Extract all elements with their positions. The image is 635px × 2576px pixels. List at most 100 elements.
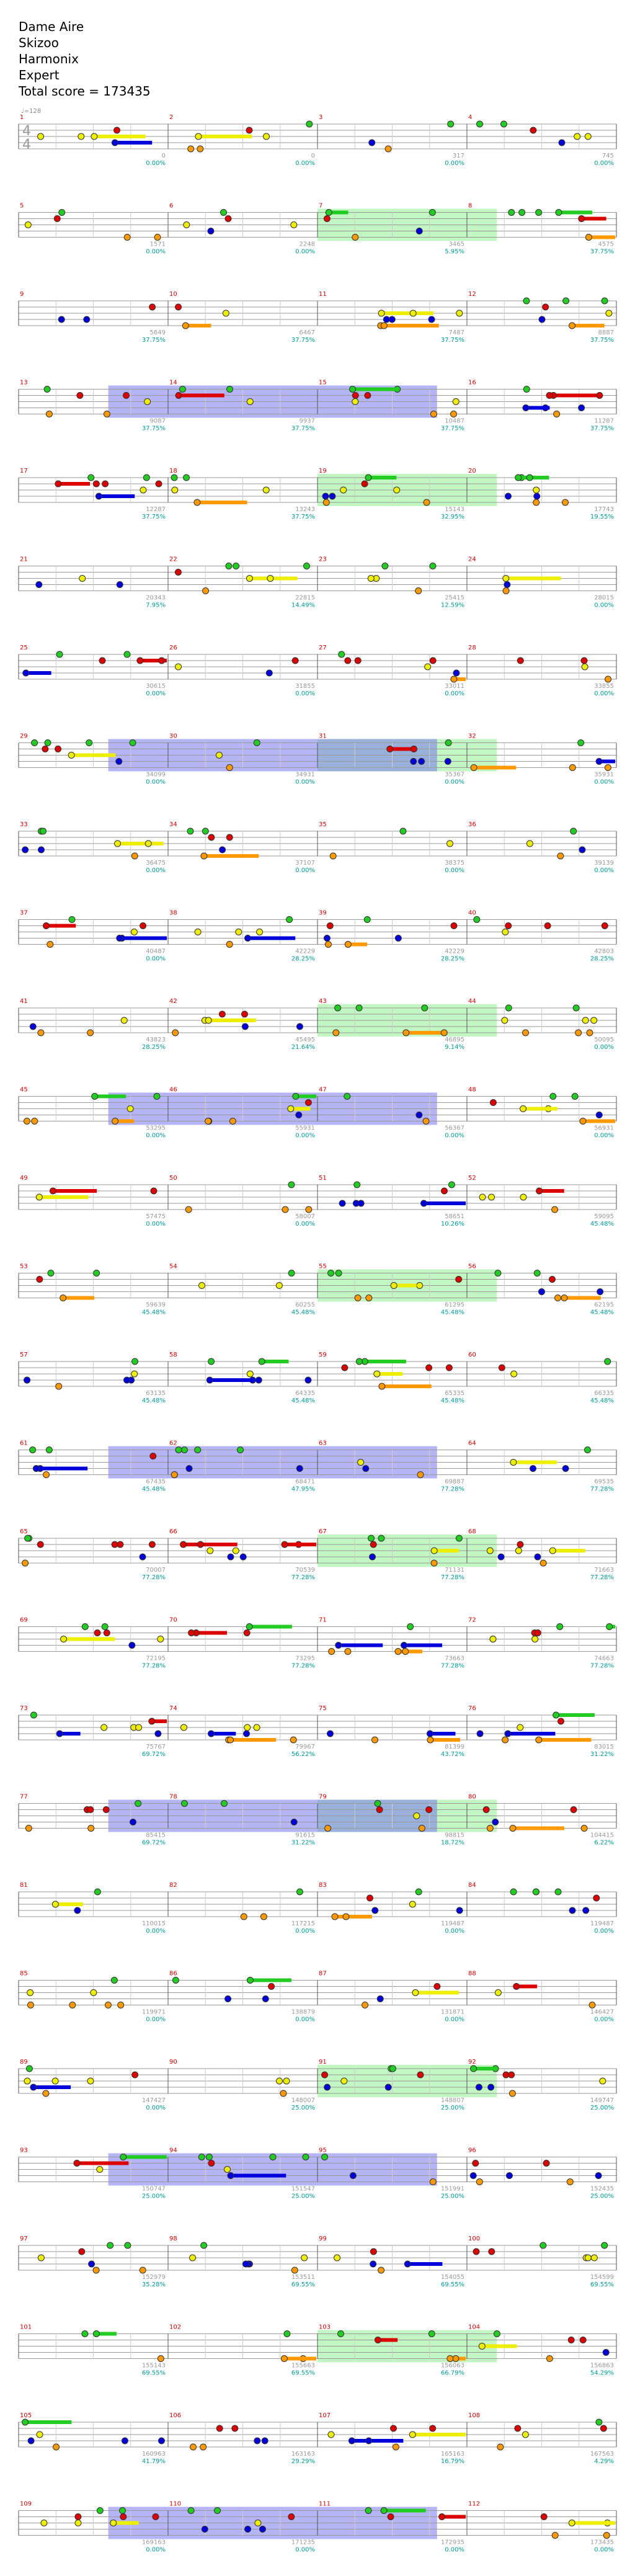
red-sustain	[553, 393, 598, 398]
red-sustain	[76, 2161, 129, 2165]
yellow-sustain	[482, 2344, 517, 2348]
yellow-gem	[194, 929, 202, 935]
green-gem	[198, 2154, 205, 2160]
red-gem	[596, 392, 603, 399]
blue-sustain	[430, 1732, 456, 1736]
staff-row-5: 171228737.75%181324337.75%191514332.95%2…	[18, 468, 617, 520]
red-gem	[433, 1983, 441, 1990]
yellow-gem	[340, 2077, 348, 2085]
measure-number: 92	[468, 2059, 476, 2066]
blue-gem	[56, 1730, 63, 1737]
blue-gem	[243, 1730, 251, 1737]
measure-number: 85	[20, 1971, 28, 1977]
red-gem	[370, 2248, 377, 2255]
green-gem	[22, 2418, 29, 2426]
measure-number: 69	[20, 1617, 28, 1624]
yellow-gem	[222, 310, 229, 317]
red-gem	[410, 746, 417, 752]
blue-gem	[29, 1023, 37, 1030]
yellow-gem	[110, 2520, 117, 2526]
staff-row-13: 49574750.00%50580070.00%515865110.26%525…	[18, 1175, 617, 1228]
measure-number: 104	[468, 2324, 480, 2331]
measure-percent: 0.00%	[295, 1928, 315, 1935]
green-gem	[595, 2418, 603, 2426]
yellow-gem	[235, 929, 242, 935]
measure-score: 154599	[590, 2274, 614, 2281]
yellow-gem	[357, 1459, 365, 1466]
yellow-gem	[51, 1901, 59, 1908]
green-gem	[180, 1800, 188, 1807]
blue-gem	[418, 758, 425, 765]
orange-gem	[25, 1825, 32, 1832]
measure-number: 74	[169, 1705, 177, 1712]
red-sustain	[179, 393, 224, 398]
measure-number: 7	[319, 203, 322, 210]
measure-number: 99	[319, 2235, 327, 2242]
measure-score: 155663	[291, 2363, 315, 2369]
orange-gem	[22, 1559, 29, 1567]
green-gem	[571, 1093, 579, 1100]
measure-number: 65	[20, 1528, 28, 1535]
measure-number: 56	[468, 1263, 476, 1270]
orange-sustain	[512, 1826, 564, 1830]
yellow-sustain	[71, 753, 116, 757]
red-gem	[517, 1541, 524, 1548]
yellow-gem	[605, 310, 613, 317]
blue-sustain	[424, 1201, 466, 1205]
blue-gem	[400, 1642, 407, 1649]
green-gem	[44, 739, 51, 746]
measure-percent: 45.48%	[441, 1309, 464, 1316]
measure-score: 37107	[295, 860, 315, 867]
measure-percent: 0.00%	[594, 1044, 614, 1051]
orange-gem	[31, 1118, 38, 1125]
orange-gem	[430, 411, 437, 417]
measure-percent: 69.55%	[590, 2281, 614, 2288]
measure-number: 67	[319, 1528, 327, 1535]
blue-gem	[22, 846, 29, 853]
green-gem	[562, 297, 570, 305]
green-gem	[510, 1888, 517, 1896]
green-gem	[532, 1888, 540, 1896]
yellow-gem	[582, 1017, 589, 1024]
yellow-gem	[584, 2254, 592, 2262]
measure-percent: 45.48%	[142, 1486, 166, 1493]
blue-gem	[582, 1907, 590, 1914]
orange-gem	[440, 1029, 448, 1036]
red-gem	[36, 1276, 43, 1283]
yellow-gem	[502, 575, 510, 582]
orange-gem	[322, 499, 330, 506]
green-gem	[353, 1181, 361, 1188]
blue-gem	[578, 404, 585, 411]
yellow-gem	[599, 2077, 606, 2085]
green-gem	[381, 563, 389, 569]
red-gem	[111, 1541, 118, 1548]
measure-percent: 0.00%	[594, 160, 614, 167]
blue-gem	[111, 139, 118, 146]
blue-gem	[475, 2084, 482, 2091]
green-gem	[570, 827, 577, 835]
measure-number: 57	[20, 1352, 28, 1358]
yellow-gem	[256, 929, 264, 935]
green-gem	[25, 2065, 33, 2072]
red-sustain	[151, 1719, 167, 1723]
measure-percent: 0.00%	[445, 1133, 464, 1139]
red-sustain	[539, 1189, 564, 1193]
green-gem	[29, 1446, 37, 1453]
red-gem	[304, 1099, 312, 1106]
measure-percent: 0.00%	[146, 1221, 166, 1228]
red-gem	[601, 922, 608, 929]
orange-gem	[157, 2355, 164, 2362]
measure-score: 156863	[590, 2363, 614, 2369]
yellow-gem	[244, 1724, 251, 1731]
yellow-gem	[206, 1547, 214, 1554]
orange-gem	[344, 1648, 352, 1655]
yellow-gem	[198, 1282, 205, 1289]
yellow-gem	[290, 221, 298, 228]
orange-sustain	[455, 2356, 466, 2361]
measure-score: 59095	[594, 1213, 614, 1220]
blue-gem	[83, 316, 91, 323]
blue-gem	[384, 2084, 392, 2091]
measure-percent: 0.00%	[445, 2547, 464, 2554]
yellow-gem	[452, 398, 460, 405]
measure-percent: 28.25%	[590, 956, 614, 963]
